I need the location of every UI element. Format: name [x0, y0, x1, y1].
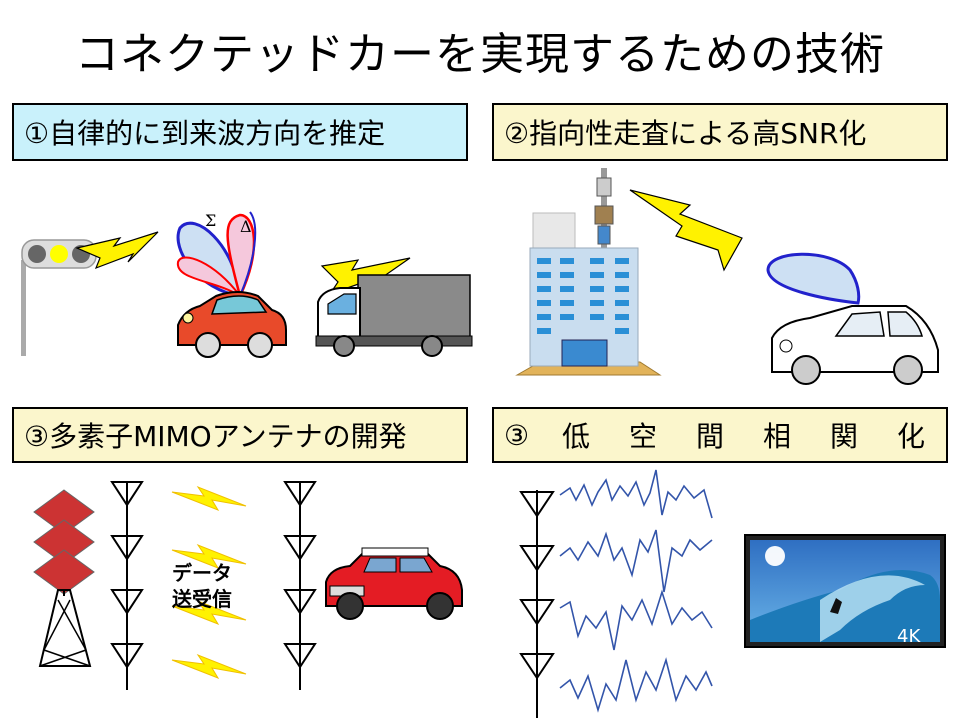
building-icon	[515, 212, 662, 376]
panel-4-label-part: 関	[830, 420, 859, 453]
tv-icon	[744, 534, 946, 648]
car-icon	[325, 547, 463, 620]
panel-4-label-part: 相	[763, 420, 792, 453]
beam-pattern-icon	[766, 252, 861, 305]
tower-icon	[33, 489, 95, 667]
antenna-array-left	[110, 481, 144, 690]
traffic-light-icon	[21, 239, 97, 356]
panel-1-label: ①自律的に到来波方向を推定	[12, 103, 468, 161]
delta-symbol: Δ	[240, 217, 252, 236]
base-station-antenna-icon	[594, 168, 614, 248]
panel-4-label-part: 化	[897, 420, 926, 453]
mimo-label-line1: データ	[172, 561, 232, 585]
car-icon	[771, 305, 939, 385]
car-icon	[177, 291, 287, 358]
panel-4-label-part: 空	[629, 420, 658, 453]
panel-4-label-part: 低	[562, 420, 591, 453]
mimo-label-line2: 送受信	[172, 587, 232, 611]
panel-4-label: ③ 低 空 間 相 関 化	[492, 407, 948, 463]
mimo-data-label: データ 送受信	[172, 560, 232, 612]
antenna-array-panel4	[519, 490, 555, 718]
page-title: コネクテッドカーを実現するための技術	[75, 29, 885, 80]
panel-4-label-part: ③	[504, 418, 530, 452]
lightning-icon	[629, 189, 743, 272]
tv-4k-badge: 4K	[897, 626, 921, 647]
antenna-array-right	[283, 481, 317, 690]
beam-pattern-icon	[176, 211, 257, 300]
panel-2-label: ②指向性走査による高SNR化	[492, 103, 948, 161]
panel-4-label-part: 間	[696, 420, 725, 453]
waveform-icon	[559, 469, 713, 713]
lightning-icon	[171, 485, 247, 679]
truck-icon	[315, 274, 473, 357]
sigma-symbol: Σ	[205, 211, 216, 230]
lightning-icon	[75, 231, 159, 270]
panel-3-label: ③多素子MIMOアンテナの開発	[12, 407, 468, 463]
